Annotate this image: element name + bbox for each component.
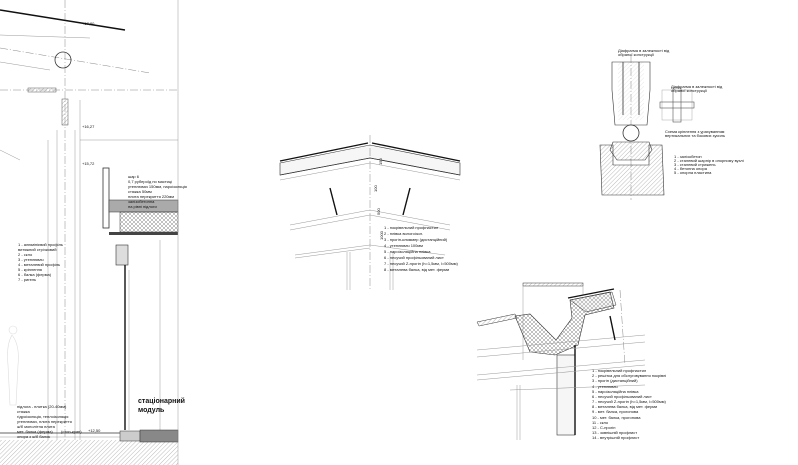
drawing-label: плита перекриття 220мм [128, 194, 174, 199]
level-mark: +16,27 [82, 124, 95, 129]
drawing-label: залізобетонна [128, 199, 155, 204]
drawing-label: на рівні підлоги [128, 204, 157, 209]
drawing-label: 1 - покрівельний профнастил [384, 225, 439, 230]
drawing-label: 3 - прогін (дистанційний) [592, 378, 638, 383]
drawing-label: 5 - пароізоляційна плівка [384, 249, 431, 254]
drawing-label: обраної конструкції [671, 88, 708, 93]
left-section-drawing: +17,80 +16,27 +15,72 +12,50 стаціонарний… [0, 0, 187, 465]
drawing-label: ж/б монолітна плита [17, 424, 56, 429]
drawing-label: 13 - зовнішній профлист [592, 430, 637, 435]
drawing-label: 1 - алюмінієвий профіль [18, 242, 63, 247]
dimension: 100 [373, 185, 378, 192]
drawing-label: 6 - балка (ферма) [18, 272, 52, 277]
drawing-label: шар 6 [128, 174, 140, 179]
valley-legend: 1 - покрівельний профнастил 2 - решітка … [592, 368, 667, 440]
drawing-label: 14 - внутрішній профлист [592, 435, 639, 440]
level-mark: +15,72 [82, 161, 95, 166]
drawing-label: 5 - кріплення [18, 267, 42, 272]
drawing-label: 4 - бетонна опора [674, 166, 708, 171]
drawing-label: 8 - металева балка, від мет. ферми [592, 404, 657, 409]
drawing-label: 7 - несучий Z-прогін (h=1,5мм, l=500мм) [592, 399, 667, 404]
dimension: 150 [378, 158, 383, 165]
drawing-label: витяжний стрічковий [18, 247, 56, 252]
drawing-label: мет. балка (ферма) [17, 429, 53, 434]
drawing-label: 1 - залізобетон [674, 154, 702, 159]
drawing-label: 6 - несучий профільований лист [384, 255, 444, 260]
drawing-label: 8 - металева балка, від мет. ферми [384, 267, 449, 272]
level-mark: +17,80 [82, 21, 95, 26]
ridge-legend: 1 - покрівельний профнастил 2 - плівка в… [384, 225, 459, 272]
drawing-label: 4 - утеплювач 100мм [384, 243, 423, 248]
drawing-label: підлога - плитка (20-40мм) [17, 404, 67, 409]
module-label: модуль [138, 407, 165, 414]
drawing-label: 2 - сталевий шарнір в опорному вузлі [674, 158, 744, 163]
drawing-label: Діафрагма в залежності від [618, 48, 670, 53]
drawing-label: 7 - несучий Z-прогін (h=1,5мм, l=500мм) [384, 261, 459, 266]
drawing-label: 1 - покрівельний профнастил [592, 368, 647, 373]
drawing-label: 11 - скло [592, 420, 609, 425]
drawing-label: 5 - пароізоляційна плівка [592, 389, 639, 394]
drawing-label: вертикальних та бокових зусиль [665, 133, 725, 138]
drawing-label: 0,7 рубероїд по мастиці [128, 179, 172, 184]
drawing-label: Діафрагма в залежності від [671, 84, 723, 89]
hinge-detail-drawing: Діафрагма в залежності від обраної конст… [599, 48, 744, 200]
drawing-label: 3 - прогін-кляммер (дистанційний) [384, 237, 448, 242]
drawing-label: гідроізоляція, теплоізоляція [17, 414, 68, 419]
drawing-label: 2 - плівка вологоізол. [384, 231, 423, 236]
hinge-legend: 1 - залізобетон 2 - сталевий шарнір в оп… [674, 154, 744, 175]
floor-note: підлога - плитка (20-40мм) стяжка гідроі… [17, 404, 72, 439]
drawing-label: 2 - скло [18, 252, 33, 257]
drawing-label: Схема кріплення з урахуванням [665, 129, 725, 134]
floor-small-label: (стоп-кран) [61, 429, 82, 434]
drawing-label: 9 - мет. балка, прогонова [592, 409, 639, 414]
drawing-label: 10 - мет. балка, прогонова [592, 415, 641, 420]
drawing-label: 4 - металевий профіль [18, 262, 60, 267]
drawing-label: 2 - решітка для обслуговування покрівлі [592, 373, 666, 378]
dimension: 500 [376, 208, 381, 215]
drawing-label: стяжка 50мм [128, 189, 152, 194]
drawing-label: 7 - ригель [18, 277, 36, 282]
drawing-label: обраної конструкції [618, 52, 655, 57]
dimension: 1000 [379, 230, 384, 240]
wall-note: 1 - алюмінієвий профіль витяжний стрічко… [18, 242, 63, 282]
module-label: стаціонарний [138, 397, 185, 405]
drawing-label: 12 - С-прогін [592, 425, 615, 430]
drawing-label: 3 - сталевий стрижень [674, 162, 716, 167]
valley-detail-drawing: 1 - покрівельний профнастил 2 - решітка … [476, 282, 667, 440]
drawing-label: 4 - утеплювач [592, 384, 618, 389]
drawing-label: 5 - опорна пластина [674, 170, 712, 175]
drawing-label: 3 - утеплювач [18, 257, 44, 262]
roof-note: шар 6 0,7 рубероїд по мастиці утеплювач … [128, 174, 187, 209]
drawing-label: опора з ж/б балок [17, 434, 50, 439]
drawing-label: 6 - несучий профільований лист [592, 394, 652, 399]
level-mark: +12,50 [88, 428, 101, 433]
drawing-label: утеплювач, плита перекриття [17, 419, 72, 424]
ridge-detail-drawing: 150 100 500 1000 1 - покрівельний профна… [279, 135, 461, 290]
drawing-label: стяжка [17, 409, 31, 414]
drawing-label: утеплювач 150мм, пароізоляція [128, 184, 187, 189]
